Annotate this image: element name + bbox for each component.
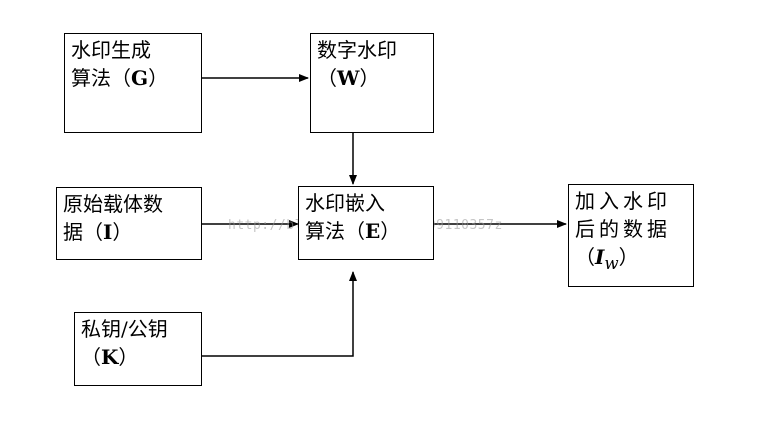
node-iw-line1: 加入水印 [575, 189, 671, 213]
node-iw-line3: （Iw） [575, 245, 639, 273]
node-g-line1: 水印生成 [71, 38, 151, 62]
node-w-line1: 数字水印 [317, 38, 397, 62]
node-g-line2: 算法（G） [71, 66, 169, 90]
node-i-line2: 据（I） [63, 220, 133, 244]
private-public-key-box: 私钥/公钥 （K） [74, 312, 202, 386]
node-k-line2: （K） [81, 345, 139, 369]
original-carrier-data-box: 原始载体数 据（I） [56, 187, 202, 260]
node-e-line2: 算法（E） [305, 219, 401, 243]
node-iw-line2: 后的数据 [575, 217, 671, 241]
arrow-k-to-e [202, 271, 357, 357]
digital-watermark-box: 数字水印 （W） [310, 33, 434, 133]
node-k-line1: 私钥/公钥 [81, 317, 168, 341]
node-e-line1: 水印嵌入 [305, 191, 385, 215]
watermark-embedding-algorithm-box: 水印嵌入 算法（E） [298, 186, 434, 260]
node-i-line1: 原始载体数 [63, 192, 163, 216]
node-w-line2: （W） [317, 66, 380, 90]
watermarked-data-box: 加入水印 后的数据 （Iw） [568, 184, 694, 287]
watermark-generation-algorithm-box: 水印生成 算法（G） [64, 33, 202, 133]
